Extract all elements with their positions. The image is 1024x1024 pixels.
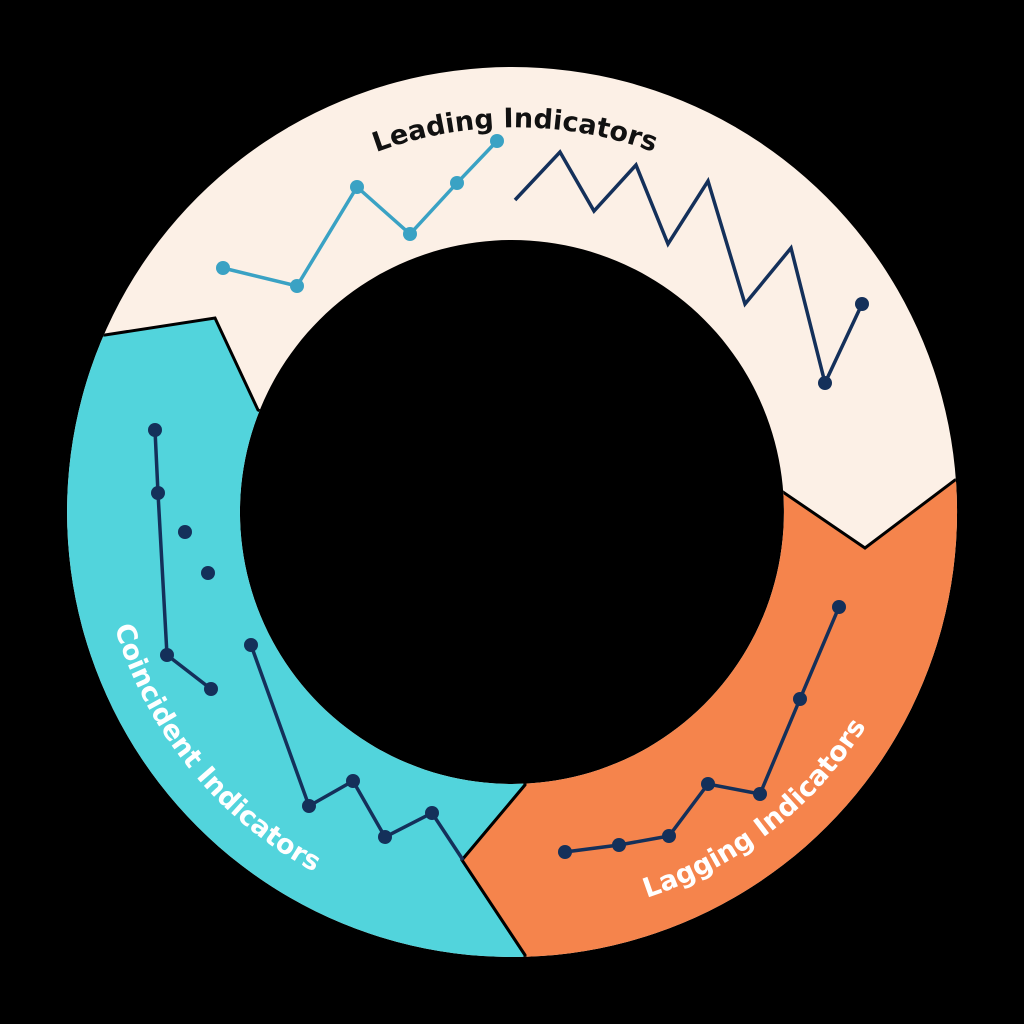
coincident-line-b-point [425,806,439,820]
coincident-line-b-point [378,830,392,844]
lagging-line-point [612,838,626,852]
coincident-point [178,525,192,539]
coincident-line-a-point [148,423,162,437]
leading-line-light-point [350,180,364,194]
coincident-line-a [153,429,213,691]
lagging-line-point [793,692,807,706]
leading-line-zigzag-point [818,376,832,390]
coincident-line-b-point [244,638,258,652]
leading-line-light-point [290,279,304,293]
leading-line-light-point [403,227,417,241]
coincident-line-b-point [302,799,316,813]
coincident-line-a-point [160,648,174,662]
lagging-line-point [662,829,676,843]
lagging-line-point [753,787,767,801]
coincident-point [201,566,215,580]
lagging-line-point [832,600,846,614]
coincident-line-a-point [204,682,218,696]
leading-line-light [222,139,499,289]
coincident-line-a-point [151,486,165,500]
leading-line-zigzag-point [855,297,869,311]
coincident-line-b [249,644,465,861]
leading-line-zigzag [513,149,864,389]
leading-line-light-point [450,176,464,190]
leading-line-light-point [490,134,504,148]
lagging-line-point [701,777,715,791]
lagging-line-point [558,845,572,859]
coincident-line-b-point [346,774,360,788]
leading-line-light-point [216,261,230,275]
